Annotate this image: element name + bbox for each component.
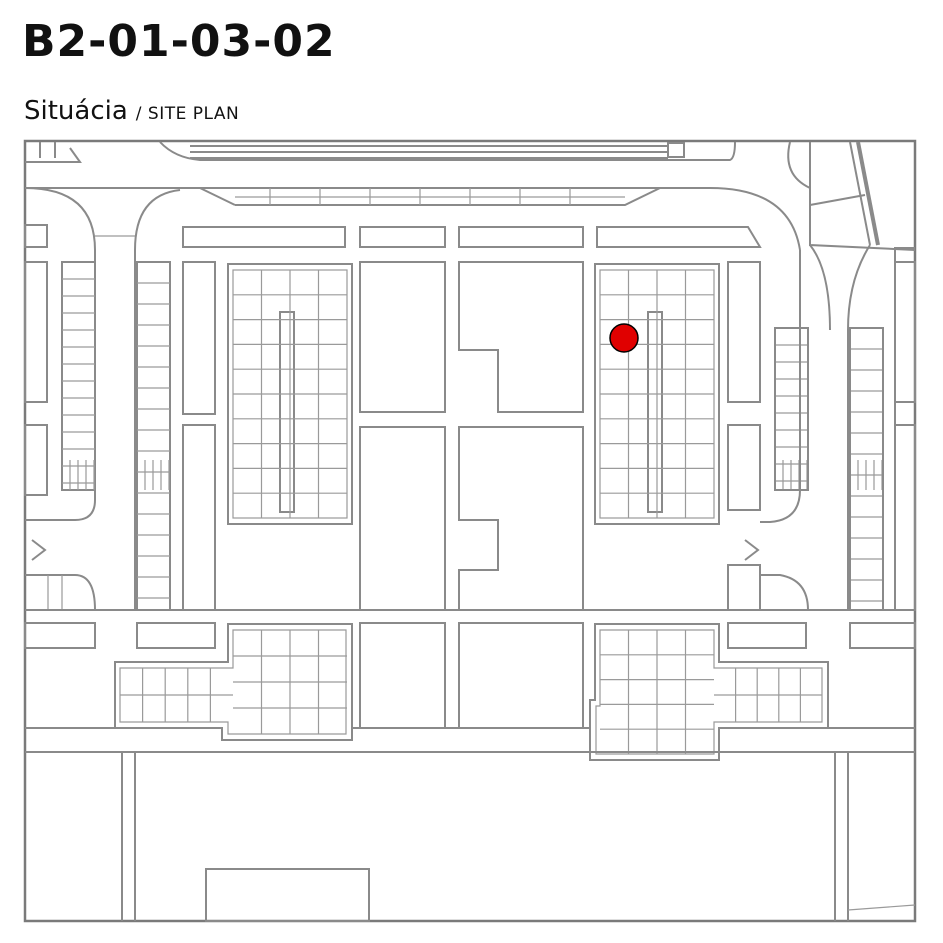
building-southwest	[114, 623, 353, 741]
title-english: / SITE PLAN	[135, 104, 240, 124]
plan-frame	[23, 139, 917, 923]
title-slovak: Situácia	[24, 96, 128, 126]
building-northeast	[594, 263, 720, 525]
drawing-title: Situácia / SITE PLAN	[24, 95, 239, 130]
drawing-code: B2-01-03-02	[22, 16, 336, 67]
central-courtyard	[136, 226, 807, 729]
top-street	[25, 141, 801, 251]
location-marker	[609, 323, 639, 353]
building-southeast	[589, 623, 829, 761]
west-parking	[24, 187, 181, 649]
south-area	[25, 609, 916, 922]
building-northwest	[227, 263, 353, 525]
